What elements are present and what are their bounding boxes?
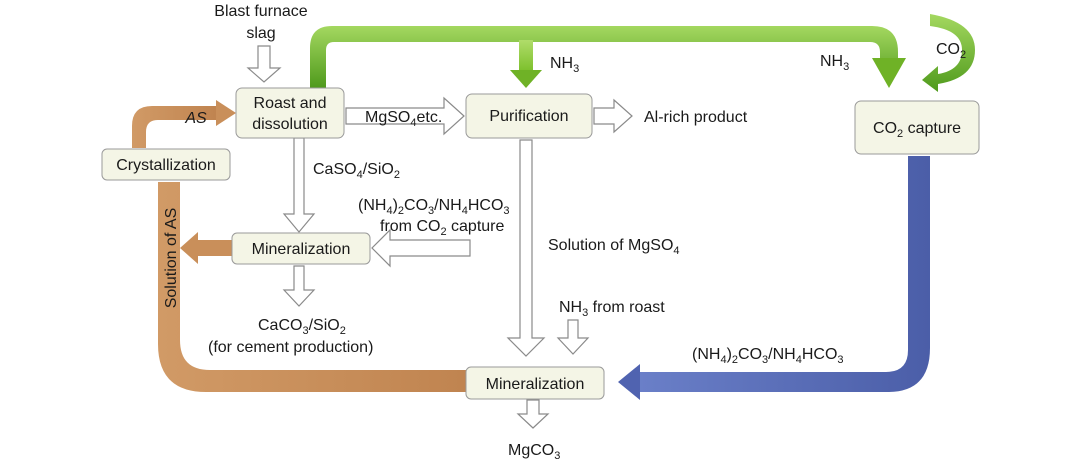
mineral-to-as-arrowhead: [180, 232, 198, 264]
roast-label-line2: dissolution: [252, 116, 328, 133]
roast-label-line1: Roast and: [254, 95, 327, 112]
nh3-arrowhead-capture: [872, 58, 906, 88]
roast-to-purification-arrow: [345, 96, 465, 136]
slag-input-arrow: [246, 45, 282, 83]
blast-furnace-line2: slag: [246, 25, 275, 42]
as-to-roast-arrowhead: [216, 100, 236, 126]
al-rich-label: Al-rich product: [644, 109, 748, 126]
mineralization-bottom-label: Mineralization: [486, 376, 585, 393]
mineral-to-as-band: [196, 240, 232, 256]
caco3-label-line1: CaCO3/SiO2: [258, 317, 346, 337]
co2-capture-label: CO2 capture: [873, 120, 961, 140]
roast-to-mineralization-arrow: [282, 137, 316, 233]
purification-to-mineralization-arrow: [506, 139, 546, 357]
mineralization-left-box: Mineralization: [231, 232, 371, 265]
carbonate-label-line1: (NH4)2CO3/NH4HCO3: [358, 197, 510, 217]
carbonate-to-mineralization-arrow: [371, 228, 471, 268]
caso4-sio2-label: CaSO4/SiO2: [313, 161, 400, 181]
carbonate-bottom-label: (NH4)2CO3/NH4HCO3: [692, 346, 844, 366]
crystallization-box: Crystallization: [101, 148, 231, 181]
mineralization-left-label: Mineralization: [252, 241, 351, 258]
nh3-from-roast-label: NH3 from roast: [559, 299, 665, 319]
mineralization-to-caco3-arrow: [282, 265, 316, 307]
mineralization-bottom-box: Mineralization: [465, 366, 605, 400]
nh3-label-capture: NH3: [820, 53, 849, 73]
nh3-arrowhead-purification: [510, 70, 542, 88]
roast-dissolution-box: Roast and dissolution: [235, 87, 345, 139]
mgso4-etc-label: MgSO4etc.: [365, 109, 442, 129]
nh3-branch-purification: [519, 40, 533, 72]
mgco3-label: MgCO3: [508, 442, 560, 462]
nh3-label-purification: NH3: [550, 55, 579, 75]
carbonate-label-line2: from CO2 capture: [380, 218, 504, 238]
solution-of-as-label: Solution of AS: [163, 208, 180, 309]
as-label: AS: [184, 110, 207, 127]
as-to-roast-band: [132, 106, 216, 148]
purification-to-alrich-arrow: [593, 98, 633, 134]
co2-recycle-arrow: [922, 14, 975, 92]
capture-flow-arrowhead: [618, 364, 640, 400]
co2-recycle-label: CO2: [936, 41, 966, 61]
nh3-roast-arrow: [556, 319, 590, 355]
nh3-flow-band: [310, 26, 898, 88]
mineralization-to-mgco3-arrow: [516, 399, 550, 429]
blast-furnace-line1: Blast furnace: [214, 3, 307, 20]
solution-mgso4-label: Solution of MgSO4: [548, 237, 680, 257]
as-flow-band: [158, 182, 466, 392]
co2-capture-box: CO2 capture: [854, 100, 980, 155]
purification-box: Purification: [465, 93, 593, 139]
purification-label: Purification: [489, 108, 568, 125]
caco3-label-line2: (for cement production): [208, 339, 373, 356]
capture-flow-band: [640, 156, 930, 392]
crystallization-label: Crystallization: [116, 157, 216, 174]
